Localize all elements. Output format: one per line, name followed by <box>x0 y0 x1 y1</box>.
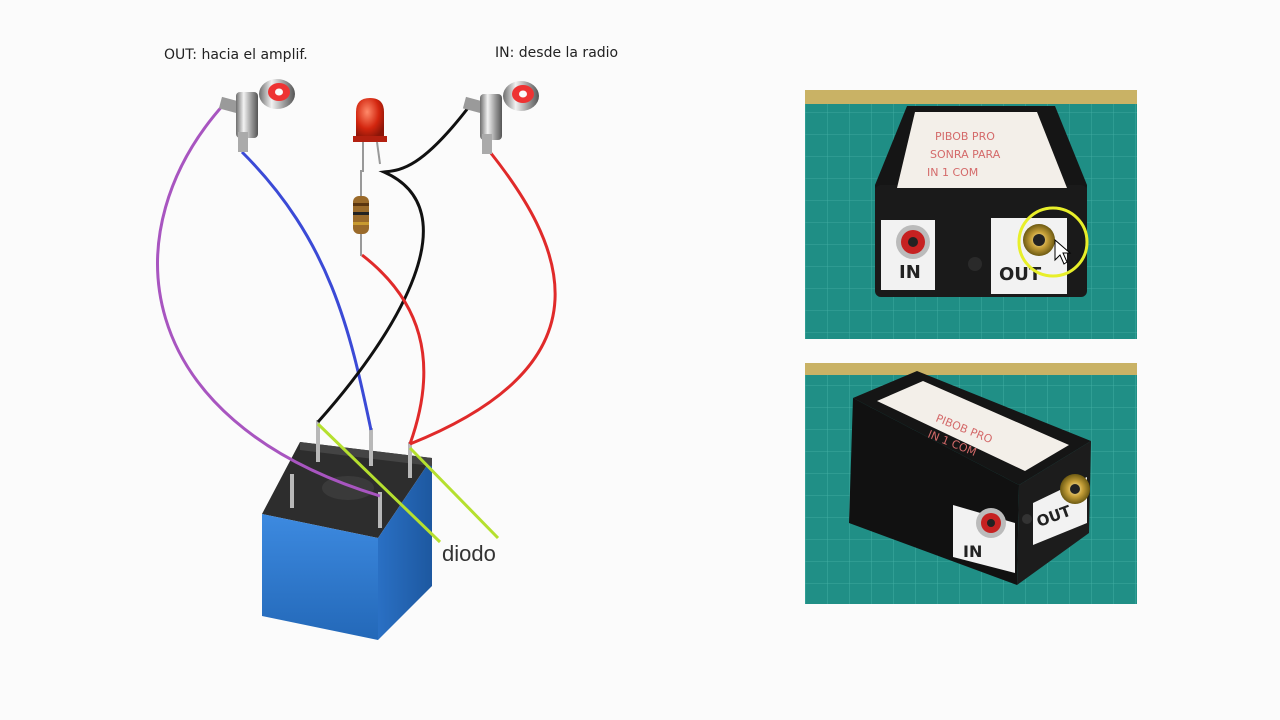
photo-top-in-label: IN <box>899 262 921 283</box>
relay <box>262 442 432 640</box>
svg-text:IN 1 COM: IN 1 COM <box>927 166 978 179</box>
out-jack <box>218 79 295 152</box>
out-jack-label: OUT: hacia el amplif. <box>164 47 308 63</box>
svg-text:PIBOB PRO: PIBOB PRO <box>935 130 995 143</box>
red-wire-right <box>409 151 557 446</box>
black-wire <box>316 107 470 423</box>
resistor <box>353 170 369 256</box>
diode-pointer-lines <box>316 422 500 544</box>
photo-bottom-in-label: IN <box>963 542 982 561</box>
photo-box-front: PIBOB PRO SONRA PARA IN 1 COM IN OUT <box>805 90 1137 339</box>
blue-wire <box>240 150 373 431</box>
photo-top-out-label: OUT <box>999 264 1042 285</box>
relay-pins <box>290 420 412 528</box>
diode-label: diodo <box>442 541 496 566</box>
highlight-circle <box>1017 206 1089 278</box>
photo-box-angle: PIBOB PRO IN 1 COM IN OUT <box>805 363 1137 604</box>
svg-text:SONRA PARA: SONRA PARA <box>930 148 1001 161</box>
purple-wire <box>156 101 381 498</box>
led <box>353 98 387 172</box>
mouse-cursor-icon <box>1054 238 1072 265</box>
wiring-diagram <box>156 79 557 640</box>
in-jack <box>462 81 539 154</box>
red-wire-left <box>361 253 426 445</box>
in-jack-label: IN: desde la radio <box>495 45 619 61</box>
